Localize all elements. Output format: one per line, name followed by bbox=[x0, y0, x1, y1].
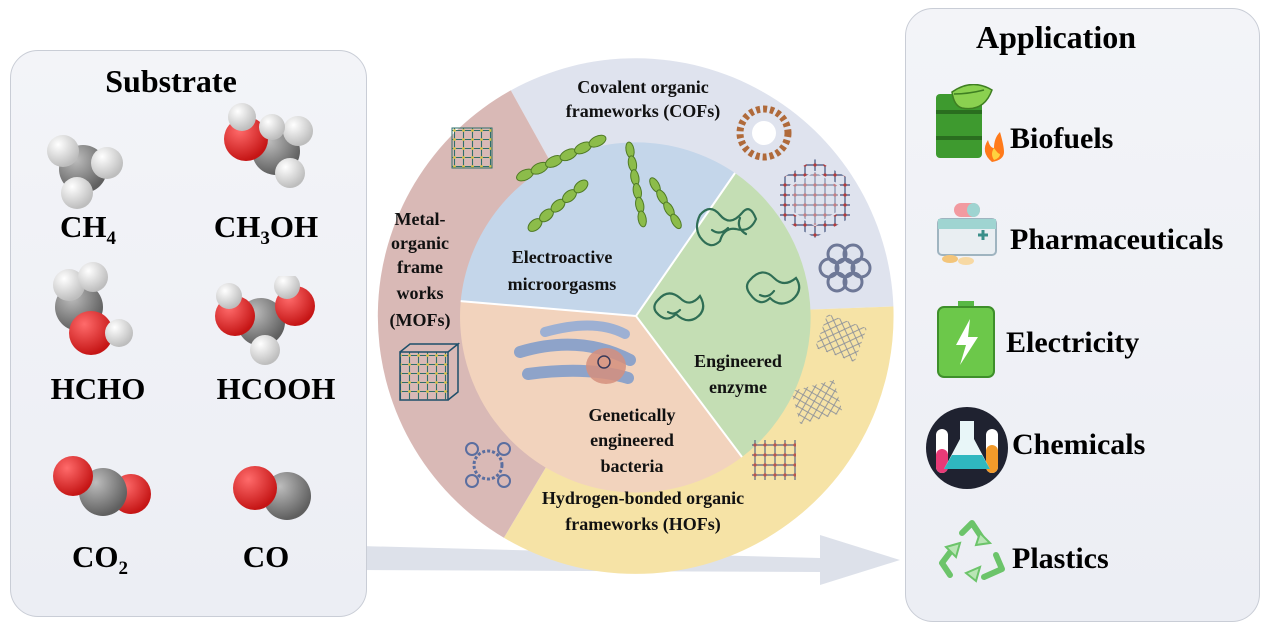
battery-icon bbox=[937, 301, 995, 378]
substrate-title: Substrate bbox=[105, 63, 237, 99]
carbon-dioxide-molecule-icon bbox=[53, 456, 151, 516]
application-panel: Application Biofuels Pharmaceuticals Ele… bbox=[905, 8, 1260, 622]
enzyme-structure-icon bbox=[653, 207, 801, 322]
methanol-formula: CH3OH bbox=[213, 209, 319, 250]
carbon-monoxide-molecule-icon bbox=[233, 466, 311, 520]
methanol-molecule-icon bbox=[224, 103, 313, 188]
cofs-label-1: Covalent organic bbox=[577, 77, 708, 97]
formic-acid-formula: HCOOH bbox=[216, 371, 336, 406]
enzyme-label-2: enzyme bbox=[709, 377, 767, 397]
cofs-label-2: frameworks (COFs) bbox=[566, 101, 720, 122]
electroactive-label-2: microorgasms bbox=[508, 274, 617, 294]
biofuels-label: Biofuels bbox=[1010, 122, 1114, 155]
biofuel-barrel-icon bbox=[936, 84, 1004, 162]
formic-acid-molecule-icon bbox=[215, 276, 315, 365]
mofs-label-4: works bbox=[396, 283, 443, 303]
bacteria-label-1: Genetically bbox=[589, 405, 676, 425]
electroactive-sector bbox=[460, 142, 735, 316]
carbon-dioxide-formula: CO2 bbox=[72, 539, 128, 580]
pharmaceuticals-label: Pharmaceuticals bbox=[1010, 223, 1224, 256]
chemicals-label: Chemicals bbox=[1012, 428, 1146, 461]
mofs-label-1: Metal- bbox=[395, 209, 446, 229]
electroactive-label-1: Electroactive bbox=[512, 247, 613, 267]
application-title: Application bbox=[975, 19, 1137, 55]
formaldehyde-molecule-icon bbox=[53, 262, 133, 355]
microorganism-chains-icon bbox=[516, 134, 682, 232]
carbon-monoxide-formula: CO bbox=[242, 539, 290, 574]
plastics-label: Plastics bbox=[1012, 542, 1109, 575]
mofs-label-5: (MOFs) bbox=[390, 310, 451, 331]
mofs-label-2: organic bbox=[391, 233, 449, 253]
enzyme-label-1: Engineered bbox=[694, 351, 782, 371]
cof-structure-icon bbox=[736, 105, 872, 293]
mofs-label-3: frame bbox=[397, 257, 443, 277]
hofs-label-1: Hydrogen-bonded organic bbox=[542, 488, 744, 508]
bacteria-label-3: bacteria bbox=[601, 456, 664, 476]
engineered-bacteria-icon bbox=[514, 320, 636, 384]
bacteria-label-2: engineered bbox=[590, 430, 674, 450]
mof-structure-icon bbox=[399, 127, 511, 488]
hof-structure-icon bbox=[752, 313, 867, 480]
medicine-box-icon bbox=[937, 203, 997, 265]
methane-formula: CH4 bbox=[60, 209, 116, 250]
electricity-label: Electricity bbox=[1006, 326, 1140, 359]
formaldehyde-formula: HCHO bbox=[50, 371, 146, 406]
recycle-icon bbox=[939, 520, 1005, 583]
substrate-panel: Substrate CH4 CH3OH HCHO HCOOH bbox=[10, 50, 367, 617]
methane-molecule-icon bbox=[47, 135, 123, 209]
test-tubes-icon bbox=[926, 407, 1008, 489]
enzyme-sector bbox=[636, 173, 811, 457]
hofs-label-2: frameworks (HOFs) bbox=[565, 514, 720, 535]
